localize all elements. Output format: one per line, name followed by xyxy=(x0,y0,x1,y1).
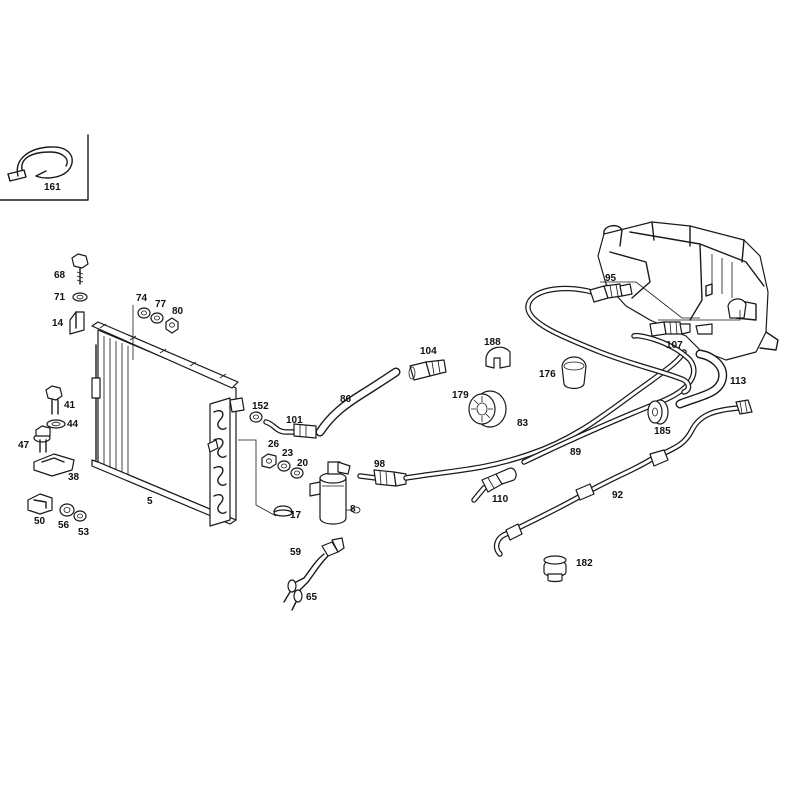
callout-74: 74 xyxy=(136,293,148,304)
callout-14: 14 xyxy=(52,318,64,329)
callout-56: 56 xyxy=(58,520,70,531)
callout-113: 113 xyxy=(730,376,747,387)
callout-20: 20 xyxy=(297,458,309,469)
fitting-104 xyxy=(408,359,447,381)
hose-fitting-98 xyxy=(357,469,407,487)
clip-188 xyxy=(485,346,511,369)
line-92 xyxy=(493,399,753,557)
callout-44: 44 xyxy=(67,419,79,430)
o-ring-152 xyxy=(249,411,263,423)
callout-68: 68 xyxy=(54,270,66,281)
leader-95 xyxy=(600,281,700,319)
callout-188: 188 xyxy=(484,337,501,348)
suction-line xyxy=(525,285,692,395)
callout-80: 80 xyxy=(172,306,184,317)
washer-71 xyxy=(72,292,88,302)
callout-5: 5 xyxy=(147,496,153,507)
callout-26: 26 xyxy=(268,439,280,450)
callout-17: 17 xyxy=(290,510,302,521)
callout-161: 161 xyxy=(44,182,61,193)
callout-89: 89 xyxy=(570,447,582,458)
fitting-95 xyxy=(589,283,633,303)
callout-83: 83 xyxy=(517,418,529,429)
washer-77 xyxy=(150,312,164,324)
receiver-drier-8 xyxy=(309,461,361,525)
hose-86 xyxy=(315,367,401,437)
leader-107 xyxy=(658,310,741,321)
callout-95: 95 xyxy=(605,273,617,284)
o-ring-23 xyxy=(277,460,291,472)
cable-tie-inset xyxy=(0,134,89,201)
clamp-50 xyxy=(27,493,53,515)
leader-17 xyxy=(238,439,277,517)
nut-80 xyxy=(165,317,179,334)
callout-176: 176 xyxy=(539,369,556,380)
washer-53 xyxy=(73,510,87,522)
tube-110 xyxy=(471,467,517,503)
callout-38: 38 xyxy=(68,472,80,483)
pipe-101 xyxy=(263,419,317,439)
nut-26 xyxy=(261,453,277,469)
callout-152: 152 xyxy=(252,401,269,412)
callout-104: 104 xyxy=(420,346,437,357)
callout-8: 8 xyxy=(350,504,356,515)
callout-59: 59 xyxy=(290,547,302,558)
callout-65: 65 xyxy=(306,592,318,603)
hex-bolt-68 xyxy=(71,253,89,285)
cable-65 xyxy=(283,577,309,611)
callout-107: 107 xyxy=(666,340,683,351)
callout-98: 98 xyxy=(374,459,386,470)
callout-23: 23 xyxy=(282,448,294,459)
fitting-107 xyxy=(649,321,713,337)
callout-179: 179 xyxy=(452,390,469,401)
grommet-182 xyxy=(543,555,567,583)
hex-bolt-41 xyxy=(45,385,63,415)
condenser-5 xyxy=(91,321,245,527)
o-ring-20 xyxy=(290,467,304,479)
callout-47: 47 xyxy=(18,440,30,451)
callout-41: 41 xyxy=(64,400,76,411)
bracket-14 xyxy=(69,311,85,335)
pulley-179 xyxy=(468,390,507,428)
callout-53: 53 xyxy=(78,527,90,538)
bolt-47 xyxy=(33,425,51,453)
washer-44 xyxy=(46,419,66,429)
callout-86: 86 xyxy=(340,394,352,405)
washer-74 xyxy=(137,307,151,319)
washer-56 xyxy=(59,503,75,517)
callout-101: 101 xyxy=(286,415,303,426)
callout-labels: 161 68 71 14 74 77 80 41 44 47 38 50 56 … xyxy=(18,182,747,603)
mount-clip-38 xyxy=(33,453,75,477)
callout-182: 182 xyxy=(576,558,593,569)
callout-77: 77 xyxy=(155,299,167,310)
hose-113 xyxy=(675,349,728,409)
callout-110: 110 xyxy=(492,494,509,505)
callout-50: 50 xyxy=(34,516,46,527)
line-89 xyxy=(521,332,697,465)
pressure-switch-59 xyxy=(303,537,345,583)
callout-71: 71 xyxy=(54,292,66,303)
grommet-176 xyxy=(561,356,587,390)
callout-92: 92 xyxy=(612,490,624,501)
callout-185: 185 xyxy=(654,426,671,437)
damper-185 xyxy=(647,399,669,425)
cap-17 xyxy=(273,505,293,517)
